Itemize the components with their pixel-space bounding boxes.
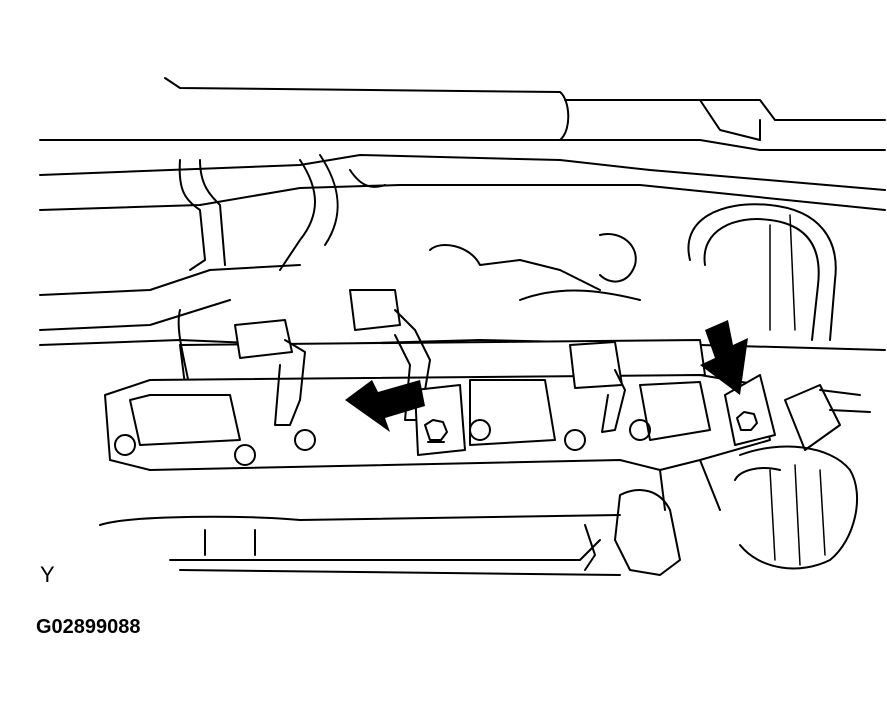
view-label: Y — [40, 562, 55, 587]
bracket-bolt-center — [414, 384, 466, 456]
figure-code: G02899088 — [36, 616, 141, 638]
bolt-icon — [424, 419, 448, 441]
oil-filler-cap — [734, 445, 858, 570]
injector-connectors — [234, 289, 871, 451]
bolt-icon — [736, 411, 758, 431]
connector-icon — [234, 319, 306, 426]
lower-parts — [99, 459, 721, 576]
wire-loop — [687, 203, 837, 341]
hose-assembly — [39, 154, 386, 331]
connector-icon — [784, 384, 871, 451]
upper-body-lines — [39, 77, 886, 211]
arrow-pointer-icon — [345, 380, 425, 432]
intake-parts — [39, 233, 886, 351]
arrow-pointer-icon — [700, 320, 748, 395]
connector-icon — [569, 341, 626, 433]
